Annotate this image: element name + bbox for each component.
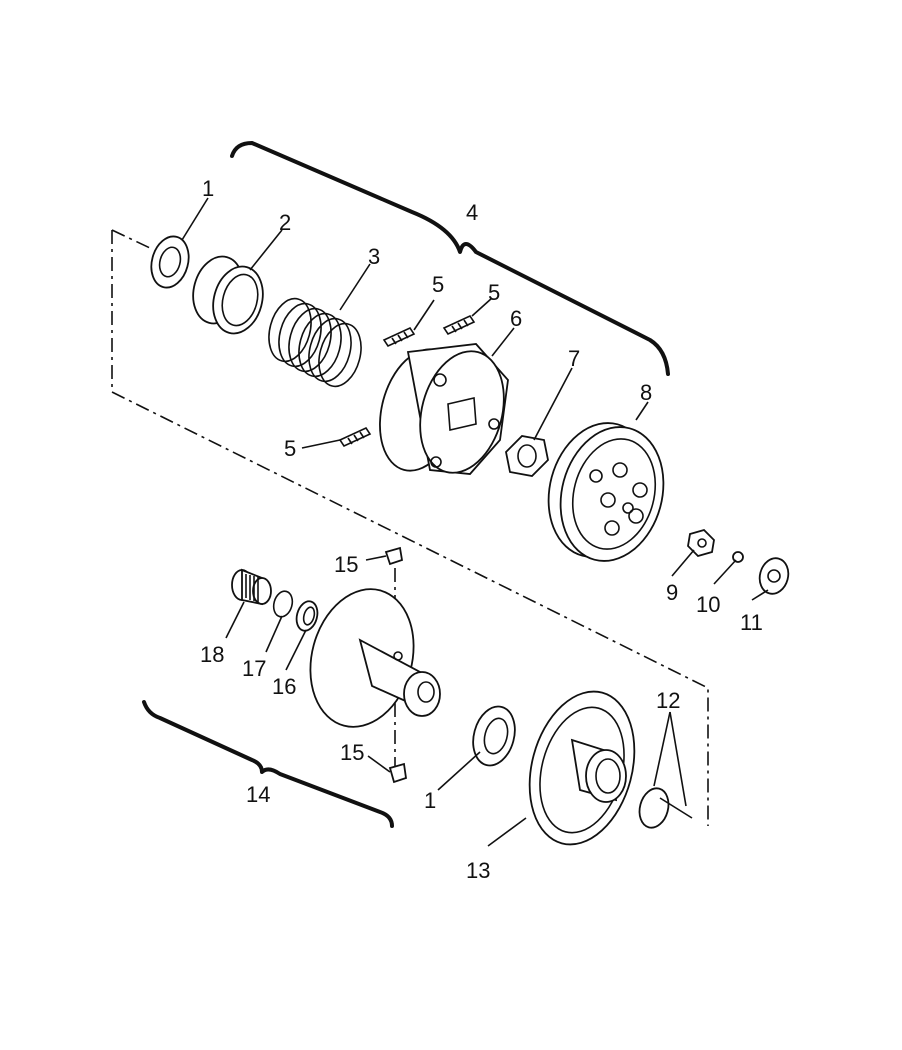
ring-part-16 [295, 600, 319, 632]
clutch-shoe-part-6 [379, 343, 509, 475]
bracket-group-4 [230, 141, 670, 376]
movable-pulley-shaft [309, 588, 441, 728]
fixed-pulley-part-13 [528, 690, 636, 846]
small-spring-part-5b [442, 314, 476, 336]
seal-part-1-upper [150, 235, 190, 289]
label-15-upper: 15 [334, 552, 358, 577]
label-1-upper: 1 [202, 176, 214, 201]
small-spring-part-5c [338, 426, 372, 448]
cap-part-12 [638, 787, 693, 829]
spring-part-3 [268, 297, 362, 388]
label-14: 14 [246, 782, 270, 807]
label-15-lower: 15 [340, 740, 364, 765]
callout-labels: 1 2 3 4 5 5 6 5 7 8 9 10 11 12 13 14 15 … [200, 176, 763, 883]
label-7: 7 [568, 346, 580, 371]
bushing-part-2 [192, 255, 264, 335]
label-9: 9 [666, 580, 678, 605]
label-2: 2 [279, 210, 291, 235]
label-1-lower: 1 [424, 788, 436, 813]
small-spring-part-5a [382, 326, 416, 348]
pin-part-15-upper [384, 546, 404, 566]
label-16: 16 [272, 674, 296, 699]
nut-part-7 [505, 435, 549, 477]
label-12: 12 [656, 688, 680, 713]
bearing-part-11 [758, 557, 790, 595]
bracket-group-14 [142, 700, 394, 828]
circlip-part-17 [272, 590, 294, 618]
label-5c: 5 [284, 436, 296, 461]
label-5b: 5 [488, 280, 500, 305]
label-13: 13 [466, 858, 490, 883]
clutch-bell-part-8 [547, 422, 665, 562]
label-10: 10 [696, 592, 720, 617]
washer-part-10 [732, 551, 744, 563]
label-18: 18 [200, 642, 224, 667]
label-11: 11 [740, 610, 763, 635]
needle-bearing-part-18 [231, 568, 272, 606]
label-3: 3 [368, 244, 380, 269]
label-8: 8 [640, 380, 652, 405]
seal-part-1-lower [472, 705, 516, 767]
nut-part-9 [687, 528, 715, 558]
label-5a: 5 [432, 272, 444, 297]
label-6: 6 [510, 306, 522, 331]
pin-part-15-lower [388, 762, 407, 784]
leader-lines [181, 197, 769, 847]
label-17: 17 [242, 656, 266, 681]
label-4: 4 [466, 200, 478, 225]
